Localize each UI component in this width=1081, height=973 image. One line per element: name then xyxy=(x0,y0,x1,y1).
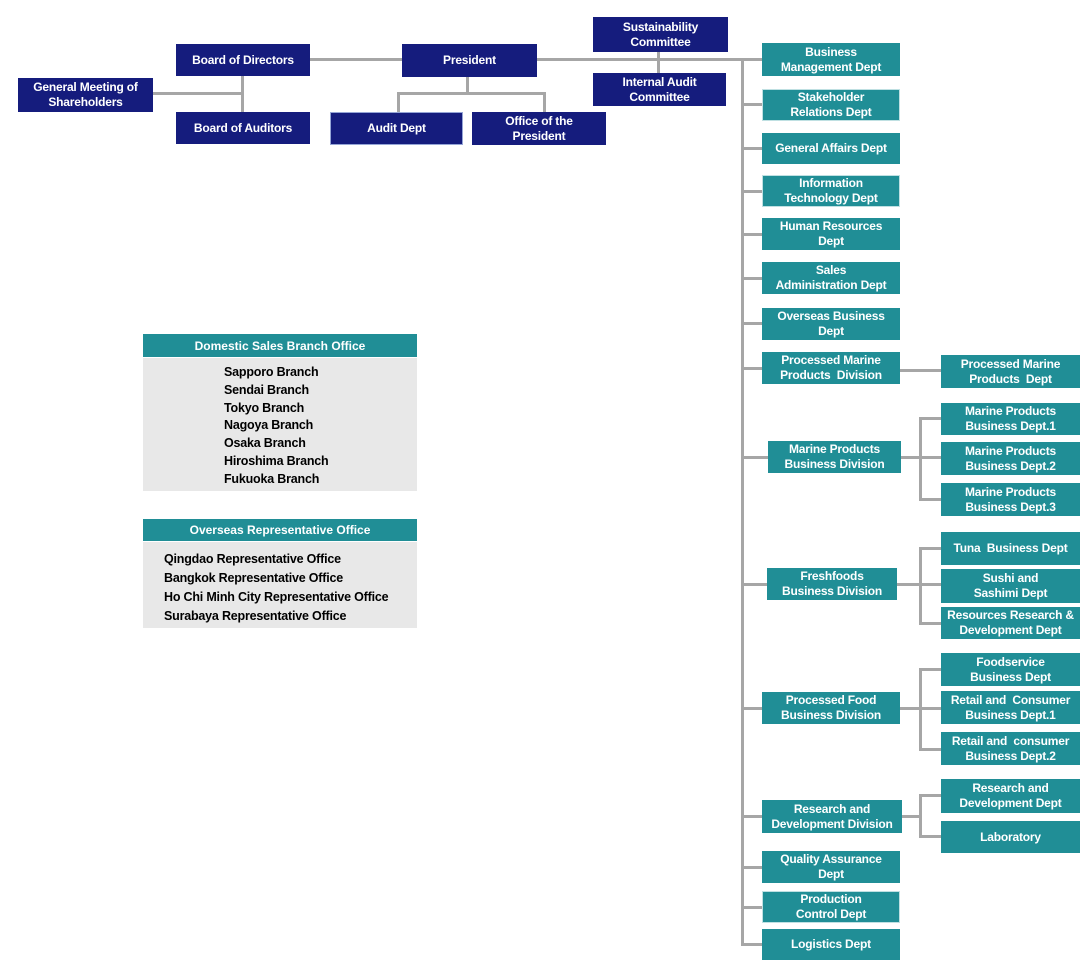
connector-line xyxy=(919,417,943,420)
node-board-of-directors: Board of Directors xyxy=(176,44,310,76)
connector-line xyxy=(895,815,922,818)
connector-line xyxy=(741,277,770,280)
node-foodservice-business-dept: Foodservice Business Dept xyxy=(941,653,1080,686)
connector-line xyxy=(741,322,770,325)
connector-line xyxy=(919,707,943,710)
connector-line xyxy=(919,547,922,625)
node-processed-marine-products-division: Processed Marine Products Division xyxy=(762,352,900,384)
connector-line xyxy=(919,668,943,671)
node-board-of-auditors: Board of Auditors xyxy=(176,112,310,144)
node-sales-administration-dept: Sales Administration Dept xyxy=(762,262,900,294)
connector-line xyxy=(741,815,770,818)
node-freshfoods-business-division: Freshfoods Business Division xyxy=(767,568,897,600)
domestic-branch-office-list: Sapporo Branch Sendai Branch Tokyo Branc… xyxy=(143,358,417,491)
connector-line xyxy=(543,92,546,113)
node-sushi-and-sashimi-dept: Sushi and Sashimi Dept xyxy=(941,569,1080,603)
node-sustainability-committee: Sustainability Committee xyxy=(593,17,728,52)
list-item: Ho Chi Minh City Representative Office xyxy=(164,590,389,604)
connector-trunk xyxy=(741,58,744,945)
domestic-branch-office-panel: Domestic Sales Branch Office Sapporo Bra… xyxy=(143,334,417,491)
connector-line xyxy=(741,707,770,710)
connector-line xyxy=(741,906,770,909)
node-processed-food-business-division: Processed Food Business Division xyxy=(762,692,900,724)
overseas-representative-office-list: Qingdao Representative Office Bangkok Re… xyxy=(143,542,417,628)
connector-line xyxy=(895,583,922,586)
node-audit-dept: Audit Dept xyxy=(330,112,463,145)
connector-line xyxy=(310,58,402,61)
domestic-branch-office-header: Domestic Sales Branch Office xyxy=(143,334,417,358)
connector-line xyxy=(895,707,922,710)
node-laboratory: Laboratory xyxy=(941,821,1080,853)
node-production-control-dept: Production Control Dept xyxy=(762,891,900,923)
connector-line xyxy=(536,58,764,61)
node-stakeholder-relations-dept: Stakeholder Relations Dept xyxy=(762,89,900,121)
connector-line xyxy=(741,943,770,946)
list-item: Nagoya Branch xyxy=(224,418,314,433)
list-item: Sapporo Branch xyxy=(224,365,319,379)
connector-line xyxy=(397,92,400,113)
node-quality-assurance-dept: Quality Assurance Dept xyxy=(762,851,900,883)
connector-line xyxy=(919,547,943,550)
node-business-management-dept: Business Management Dept xyxy=(762,43,900,76)
connector-line xyxy=(152,92,243,95)
list-item: Hiroshima Branch xyxy=(224,453,329,468)
node-general-meeting-of-shareholders: General Meeting of Shareholders xyxy=(18,78,153,112)
node-processed-marine-products-dept: Processed Marine Products Dept xyxy=(941,355,1080,388)
connector-line xyxy=(919,835,943,838)
node-president: President xyxy=(402,44,537,77)
list-item: Tokyo Branch xyxy=(224,400,305,415)
node-human-resources-dept: Human Resources Dept xyxy=(762,218,900,250)
node-office-of-the-president: Office of the President xyxy=(472,112,606,145)
connector-line xyxy=(919,748,943,751)
node-research-and-development-division: Research and Development Division xyxy=(762,800,902,833)
connector-line xyxy=(919,622,943,625)
connector-line xyxy=(919,794,922,837)
connector-line xyxy=(741,147,770,150)
connector-line xyxy=(741,866,770,869)
node-overseas-business-dept: Overseas Business Dept xyxy=(762,308,900,340)
connector-line xyxy=(741,583,770,586)
node-retail-and-consumer-business-dept-1: Retail and Consumer Business Dept.1 xyxy=(941,691,1080,724)
list-item: Fukuoka Branch xyxy=(224,471,320,486)
connector-line xyxy=(741,190,770,193)
connector-line xyxy=(741,103,770,106)
node-retail-and-consumer-business-dept-2: Retail and consumer Business Dept.2 xyxy=(941,732,1080,765)
connector-line xyxy=(895,369,941,372)
connector-line xyxy=(919,794,943,797)
node-research-and-development-dept: Research and Development Dept xyxy=(941,779,1080,813)
connector-line xyxy=(919,456,943,459)
list-item: Qingdao Representative Office xyxy=(164,552,341,566)
connector-line xyxy=(895,456,922,459)
node-marine-products-business-division: Marine Products Business Division xyxy=(768,441,901,473)
connector-line xyxy=(241,75,244,113)
list-item: Sendai Branch xyxy=(224,382,309,397)
connector-line xyxy=(466,76,469,94)
node-marine-products-business-dept-1: Marine Products Business Dept.1 xyxy=(941,403,1080,435)
connector-line xyxy=(657,52,660,74)
list-item: Bangkok Representative Office xyxy=(164,571,343,585)
node-resources-research-and-development-dept: Resources Research & Development Dept xyxy=(941,607,1080,639)
list-item: Osaka Branch xyxy=(224,436,306,451)
node-marine-products-business-dept-2: Marine Products Business Dept.2 xyxy=(941,442,1080,475)
node-internal-audit-committee: Internal Audit Committee xyxy=(593,73,726,106)
overseas-representative-office-panel: Overseas Representative Office Qingdao R… xyxy=(143,519,417,628)
connector-line xyxy=(741,233,770,236)
connector-line xyxy=(919,583,943,586)
overseas-representative-office-header: Overseas Representative Office xyxy=(143,519,417,542)
node-logistics-dept: Logistics Dept xyxy=(762,929,900,960)
connector-line xyxy=(397,92,546,95)
node-general-affairs-dept: General Affairs Dept xyxy=(762,133,900,164)
node-tuna-business-dept: Tuna Business Dept xyxy=(941,532,1080,565)
list-item: Surabaya Representative Office xyxy=(164,609,347,623)
connector-line xyxy=(919,498,943,501)
connector-line xyxy=(741,367,770,370)
node-information-technology-dept: Information Technology Dept xyxy=(762,175,900,207)
connector-line xyxy=(741,456,770,459)
connector-line xyxy=(919,417,922,501)
node-marine-products-business-dept-3: Marine Products Business Dept.3 xyxy=(941,483,1080,516)
